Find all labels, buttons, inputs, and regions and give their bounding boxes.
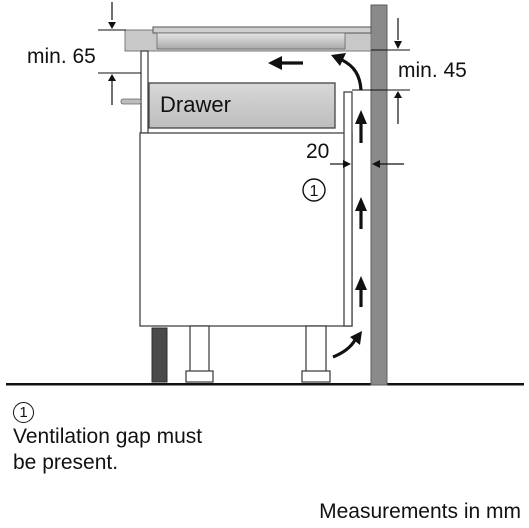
note-marker: 1 — [13, 402, 34, 423]
note-line-1: Ventilation gap must — [13, 425, 203, 448]
dim45-bottom-arrow — [394, 91, 402, 98]
airflow-bottom-curve-head — [350, 331, 362, 345]
marker-circle — [302, 178, 326, 202]
cabinet-foot-left — [185, 370, 214, 383]
marker-number: 1 — [310, 183, 319, 200]
plinth-front — [151, 327, 168, 383]
drawer — [148, 82, 336, 129]
hob-body — [156, 32, 346, 50]
airflow-up-2-head — [355, 197, 367, 211]
cabinet-back-panel — [343, 91, 353, 327]
airflow-left-head — [268, 56, 282, 70]
ventilation-note: 1 Ventilation gap must be present. — [13, 398, 202, 476]
cabinet-foot-right — [301, 370, 331, 383]
dim-min-65-label: min. 65 — [27, 45, 96, 68]
hob-glass — [152, 26, 372, 34]
drawer-handle — [120, 98, 142, 105]
dim20-right-arrow — [372, 160, 380, 168]
note-marker-row: 1 — [13, 398, 202, 424]
wall — [370, 4, 388, 386]
dim65-bottom-arrow — [108, 74, 116, 81]
airflow-bottom-curve — [332, 339, 357, 359]
cabinet-body — [139, 132, 353, 327]
dim65-top-arrow — [108, 22, 116, 29]
airflow-up-1-head — [355, 110, 367, 124]
airflow-up-3-head — [355, 276, 367, 290]
floor-line — [6, 383, 524, 386]
note-line-2: be present. — [13, 451, 119, 474]
cabinet-upper — [140, 50, 149, 134]
dim-20-label: 20 — [306, 140, 329, 163]
cabinet-leg-right — [305, 325, 327, 373]
dim45-top-arrow — [394, 41, 402, 49]
drawer-label: Drawer — [160, 92, 231, 117]
dim20-left-arrow — [343, 160, 351, 168]
cabinet-leg-left — [189, 325, 210, 373]
dim-min-45-label: min. 45 — [398, 59, 467, 82]
airflow-top-curve-head — [331, 53, 346, 66]
airflow-top-curve — [341, 58, 363, 91]
measurements-footer: Measurements in mm — [319, 500, 521, 523]
